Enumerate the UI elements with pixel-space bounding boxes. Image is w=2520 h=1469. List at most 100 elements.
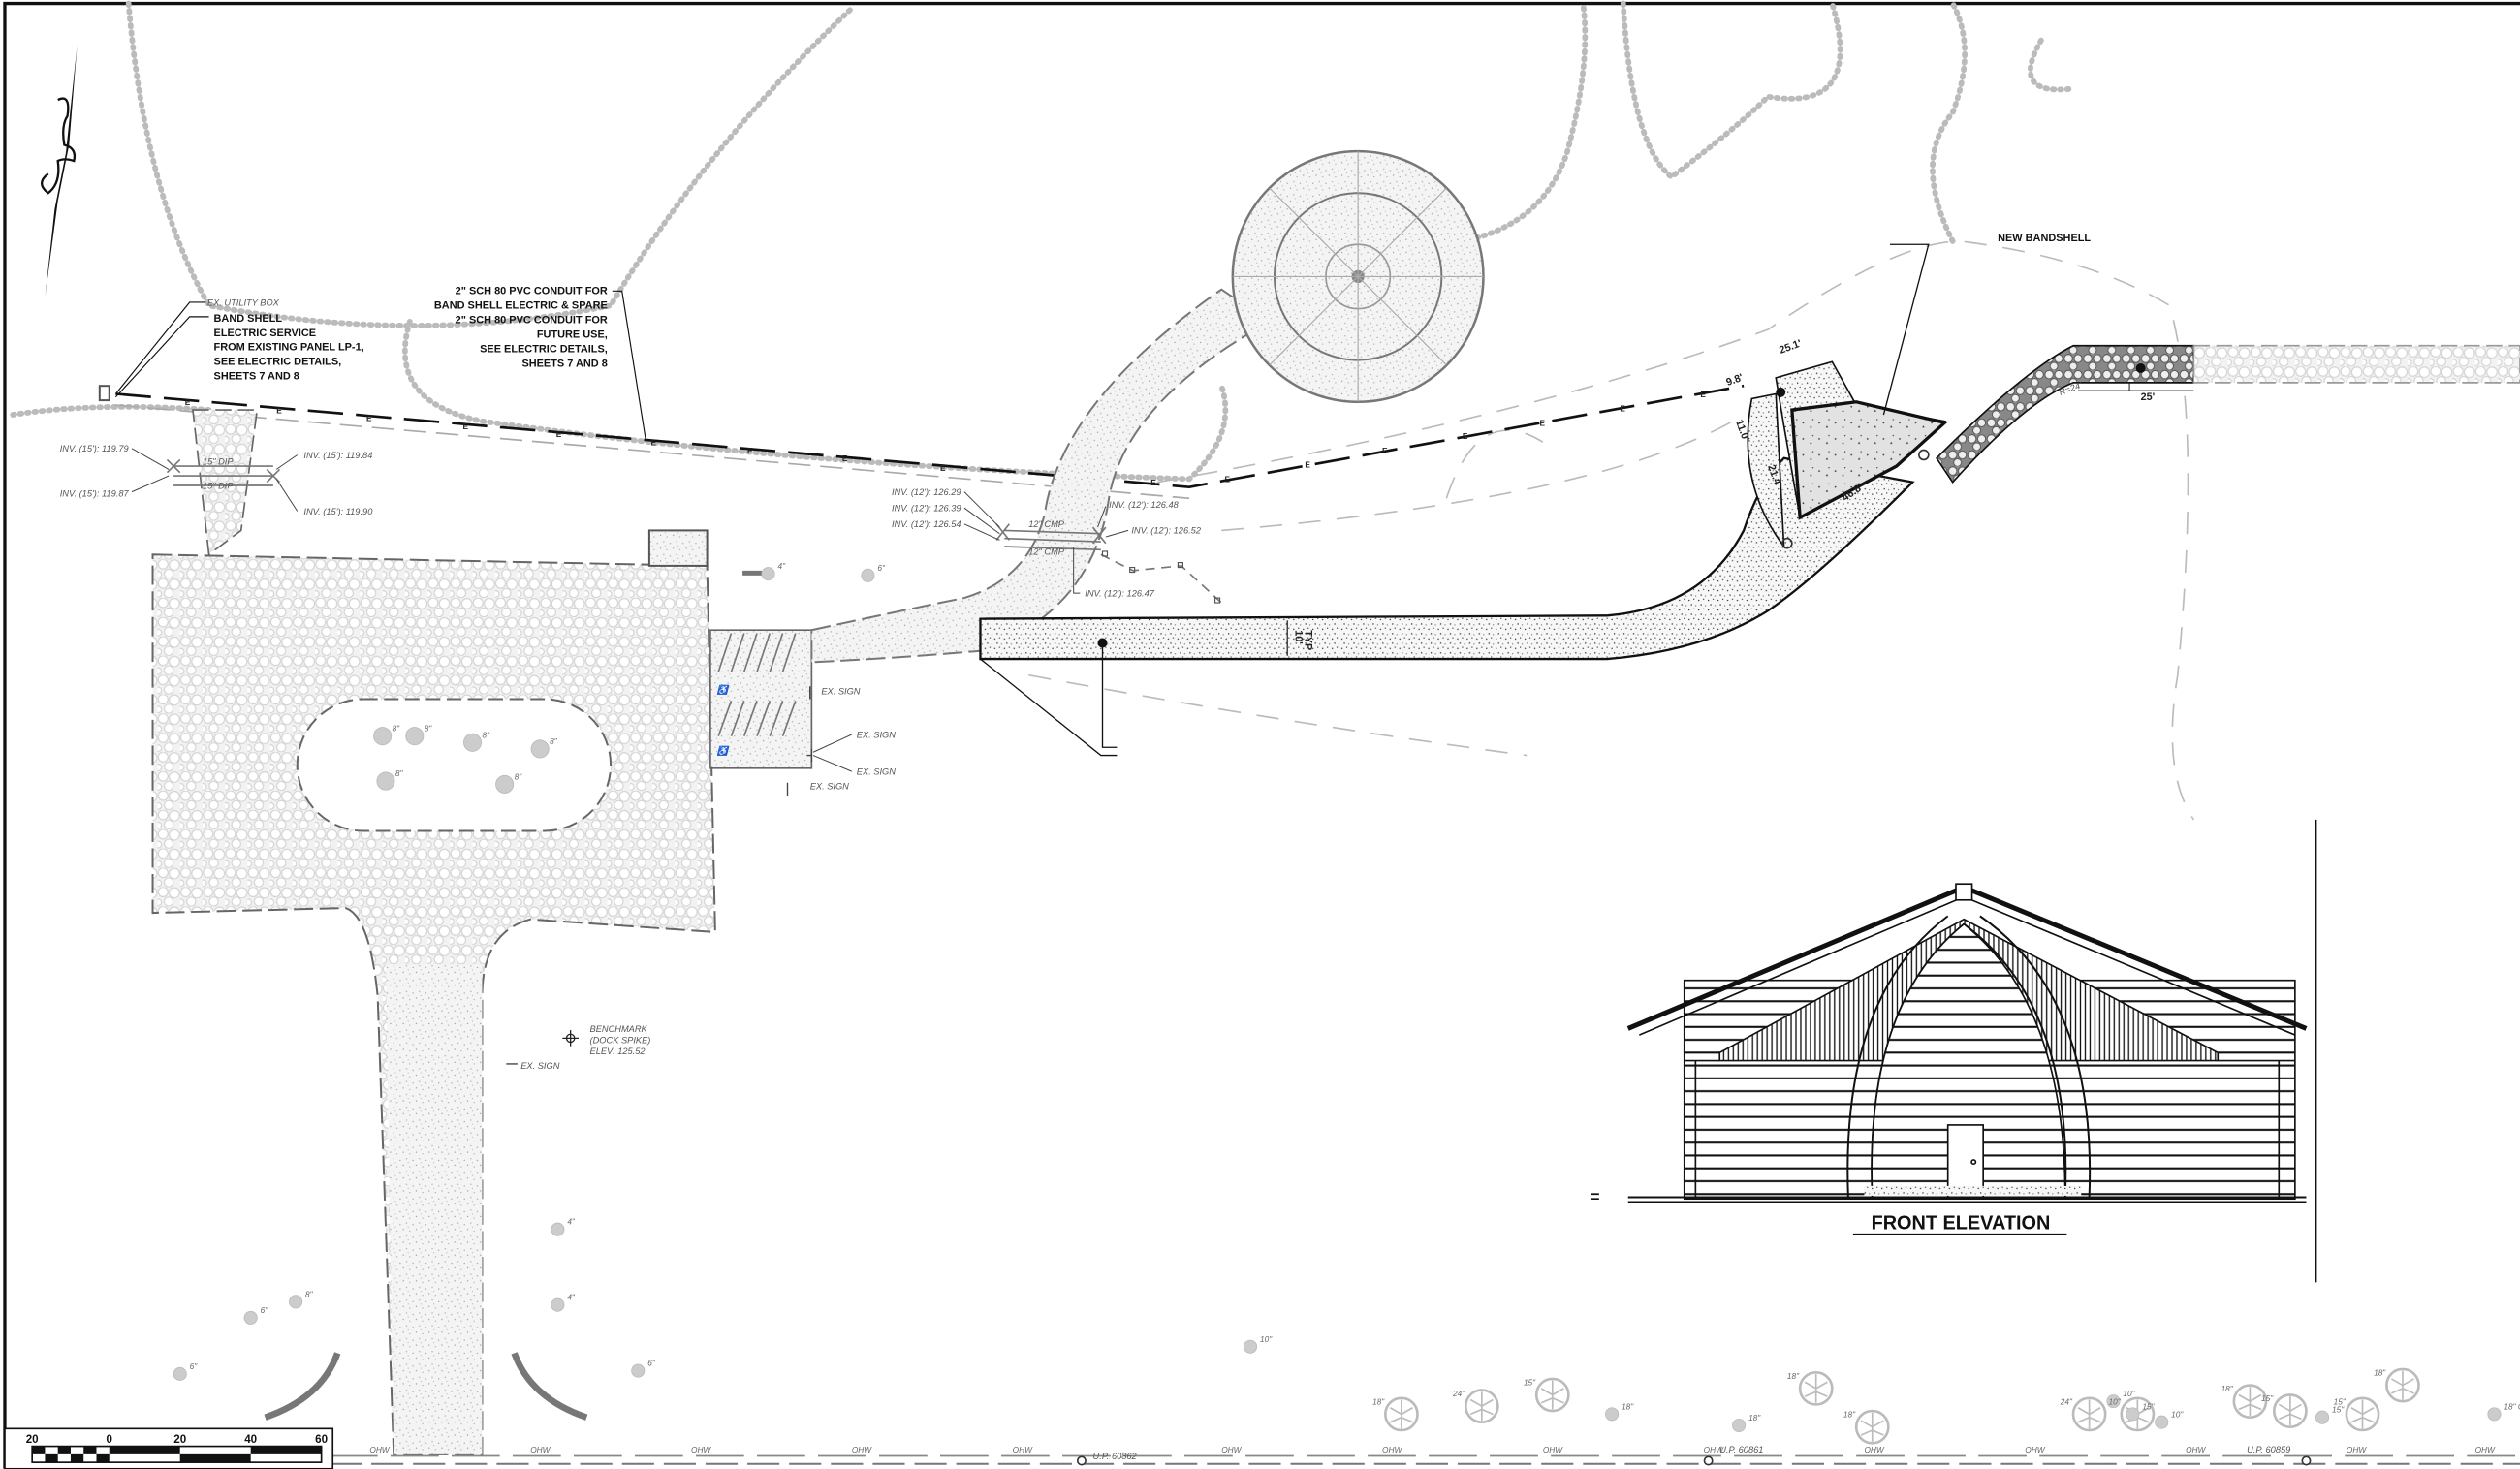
scale-tick-label: 20 <box>173 1433 186 1446</box>
overhead-wire-line: U.P. 60862 U.P. 60861 U.P. 60859 <box>329 1445 2520 1466</box>
tree-icon <box>1534 1377 1570 1413</box>
front-elevation-title: FRONT ELEVATION <box>1872 1213 2051 1235</box>
culvert-mid <box>995 523 1107 551</box>
e-marker: E <box>651 438 657 448</box>
tree-size-label: 18" <box>2221 1384 2234 1393</box>
invert-label: INV. (12'): 126.39 <box>892 504 961 514</box>
e-marker: E <box>1463 431 1468 441</box>
ohw-label: OHW <box>369 1445 390 1454</box>
ohw-label: OHW <box>2347 1445 2367 1454</box>
tree-icon <box>2385 1367 2420 1403</box>
tree-size-label: 10" <box>1260 1334 1273 1344</box>
north-arrow-icon <box>40 45 78 297</box>
ohw-label: OHW <box>691 1445 711 1454</box>
scale-tick-label: 0 <box>107 1433 112 1446</box>
e-marker: E <box>1540 419 1546 428</box>
invert-label: INV. (15'): 119.79 <box>60 444 129 453</box>
tree-icon <box>761 567 775 581</box>
tree-icon <box>551 1297 565 1312</box>
benchmark-label: ELEV: 125.52 <box>590 1047 646 1056</box>
ohw-label: OHW <box>2186 1445 2206 1454</box>
invert-label: INV. (12'): 126.47 <box>1085 588 1154 598</box>
existing-signs: EX. SIGN EX. SIGN EX. SIGN EX. SIGN EX. … <box>506 686 896 1071</box>
e-marker: E <box>556 429 562 439</box>
tree-size-label: 8" <box>482 730 490 739</box>
sign-label: EX. SIGN <box>821 687 860 697</box>
sign-label: EX. SIGN <box>857 730 896 739</box>
utility-pole-label: U.P. 60859 <box>2247 1445 2290 1454</box>
e-marker: E <box>1150 478 1156 487</box>
tree-icon <box>2126 1407 2140 1422</box>
mid-invert-labels: INV. (12'): 126.29 INV. (12'): 126.39 IN… <box>892 487 1202 598</box>
note-line: FUTURE USE, <box>537 328 608 340</box>
tree-size-label: 18" <box>2374 1368 2386 1378</box>
invert-label: INV. (15'): 119.90 <box>303 507 373 516</box>
benchmark: BENCHMARK (DOCK SPIKE) ELEV: 125.52 <box>562 1024 650 1056</box>
e-marker: E <box>185 397 191 407</box>
tree-size-label: 18" <box>1843 1410 1856 1420</box>
tree-size-label: 4" <box>567 1217 576 1227</box>
ohw-label: OHW <box>1221 1445 1242 1454</box>
tree-icon <box>2315 1410 2330 1424</box>
utility-box <box>98 385 110 402</box>
west-invert-labels: INV. (15'): 119.79 INV. (15'): 119.87 IN… <box>60 444 373 516</box>
tree-icon <box>631 1363 646 1378</box>
fence-line <box>1100 550 1222 604</box>
tree-icon <box>2232 1384 2268 1420</box>
e-marker: E <box>366 414 372 423</box>
note-line: SEE ELECTRIC DETAILS, <box>480 343 608 355</box>
tree-size-label: 8" <box>393 724 401 734</box>
tree-icon <box>376 771 395 791</box>
path-width-label: 10' <box>1292 630 1304 644</box>
tree-size-label: 6" <box>190 1361 199 1371</box>
electric-service-note: EX. UTILITY BOX BAND SHELL ELECTRIC SERV… <box>114 297 364 398</box>
e-marker: E <box>463 422 469 431</box>
e-marker: E <box>842 453 848 463</box>
sheet-border <box>3 1 2520 1469</box>
tree-icon <box>1798 1370 1834 1406</box>
tree-size-label: 8" <box>515 771 523 781</box>
pipe-label: 15" DIP <box>203 481 234 490</box>
accessible-stall-icon: ♿ <box>717 684 731 696</box>
new-bandshell-label: NEW BANDSHELL <box>1998 233 2091 244</box>
dimension-label: 9.8' <box>1724 372 1745 389</box>
front-elevation-drawing: FRONT ELEVATION <box>1591 819 2317 1283</box>
tree-size-label: 6" <box>261 1305 269 1315</box>
tree-icon <box>1854 1409 1890 1445</box>
existing-trees: 8"8"8"8"8"8"4"6"6"8"4"4"6"6"10"18"24"15"… <box>173 561 2520 1445</box>
tree-size-label: 18" <box>1372 1396 1385 1406</box>
parking-island <box>296 698 613 832</box>
tree-icon <box>405 727 425 746</box>
e-marker: E <box>276 405 282 415</box>
note-line: SHEETS 7 AND 8 <box>214 371 299 383</box>
note-line: 2" SCH 80 PVC CONDUIT FOR <box>456 286 608 297</box>
invert-label: INV. (15'): 119.84 <box>303 451 372 460</box>
tree-size-label: 10" <box>2109 1396 2122 1406</box>
tree-icon <box>495 774 515 794</box>
accessible-stall-icon: ♿ <box>717 745 731 757</box>
dimension-label: 25.1' <box>1778 338 1803 357</box>
tree-size-label: 6" <box>647 1359 656 1368</box>
tree-size-label: 8" <box>550 736 558 746</box>
note-line: ELECTRIC SERVICE <box>214 328 317 339</box>
ohw-label: OHW <box>2475 1445 2496 1454</box>
e-marker: E <box>747 446 753 455</box>
new-path <box>979 392 1915 757</box>
tree-size-label: 6" <box>877 563 886 573</box>
tree-size-label: 4" <box>567 1293 576 1302</box>
pipe-label: 12" CMP <box>1028 547 1065 556</box>
tree-icon <box>173 1366 187 1381</box>
benchmark-icon <box>562 1030 579 1047</box>
tree-icon <box>462 733 483 752</box>
ohw-label: OHW <box>852 1445 872 1454</box>
dimension-label: 25' <box>2141 391 2156 403</box>
tree-size-label: 24" <box>2060 1396 2073 1406</box>
tree-size-label: 15" <box>2261 1393 2274 1403</box>
tree-icon <box>551 1222 565 1236</box>
tree-icon <box>2272 1393 2308 1428</box>
e-marker: E <box>1305 460 1310 470</box>
tree-icon <box>2071 1396 2107 1432</box>
tree-icon <box>1464 1389 1499 1424</box>
sign-label: EX. SIGN <box>520 1061 559 1071</box>
